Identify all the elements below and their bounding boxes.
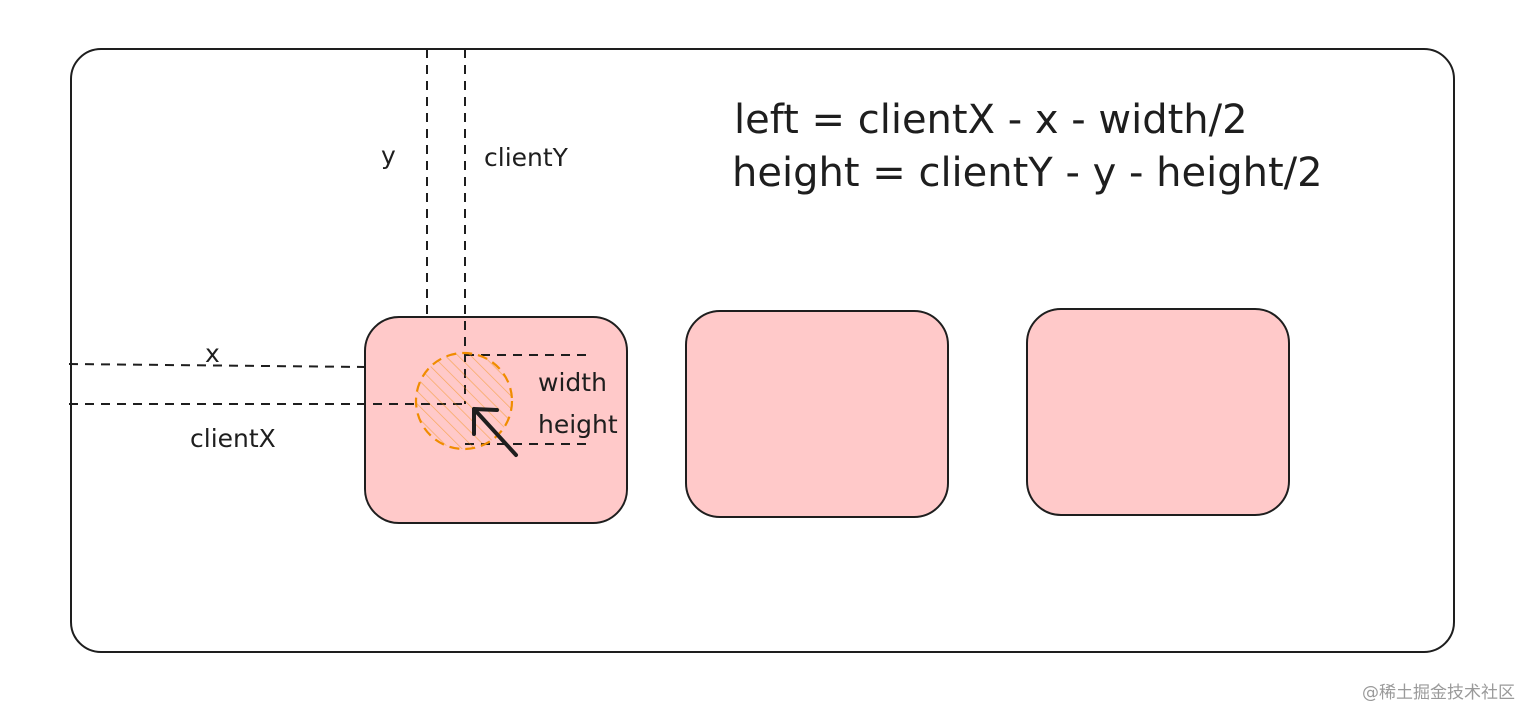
- formula-line-2: height = clientY - y - height/2: [732, 150, 1323, 196]
- label-height: height: [538, 410, 618, 439]
- formula-line-1: left = clientX - x - width/2: [734, 97, 1248, 143]
- label-clientY: clientY: [484, 143, 569, 172]
- outer-container: [70, 48, 1455, 653]
- label-y: y: [381, 141, 396, 170]
- x-guide-line: [68, 363, 366, 368]
- watermark: @稀土掘金技术社区: [1362, 683, 1515, 703]
- cursor-arrow-icon: [472, 407, 518, 457]
- label-width: width: [538, 368, 607, 397]
- label-x: x: [205, 339, 220, 368]
- label-clientX: clientX: [190, 424, 276, 453]
- card-2: [685, 310, 949, 518]
- card-3: [1026, 308, 1290, 516]
